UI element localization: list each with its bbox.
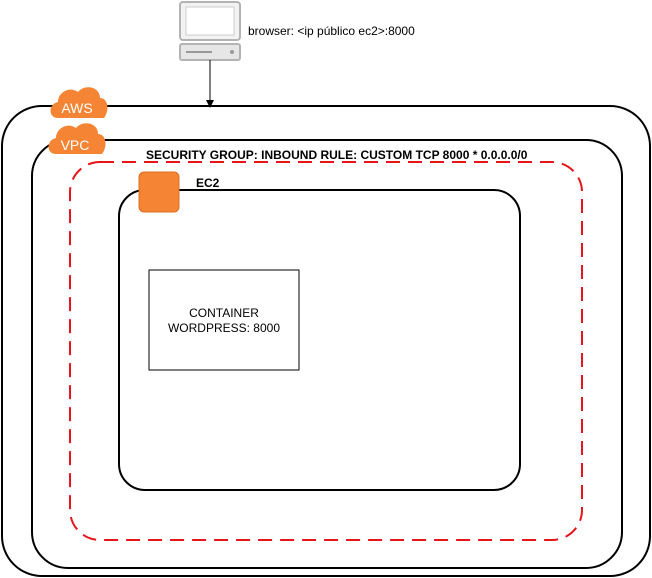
container-box (148, 269, 300, 371)
container-label-line2: WORDPRESS: 8000 (168, 321, 280, 335)
ec2-instance-icon (138, 171, 180, 213)
container-label-line1: CONTAINER (189, 306, 259, 320)
security-group-boundary (69, 161, 583, 541)
ec2-boundary (118, 189, 521, 491)
aws-boundary (1, 105, 651, 577)
computer-icon (179, 1, 241, 61)
security-group-label: SECURITY GROUP: INBOUND RULE: CUSTOM TCP… (146, 148, 528, 162)
vpc-cloud-icon: VPC (48, 123, 106, 154)
aws-label: AWS (61, 100, 92, 116)
ec2-label: EC2 (196, 176, 220, 190)
vpc-label: VPC (61, 137, 90, 153)
browser-label: browser: <ip público ec2>:8000 (248, 24, 415, 38)
aws-cloud-icon: AWS (50, 87, 108, 118)
vpc-boundary (31, 139, 623, 569)
